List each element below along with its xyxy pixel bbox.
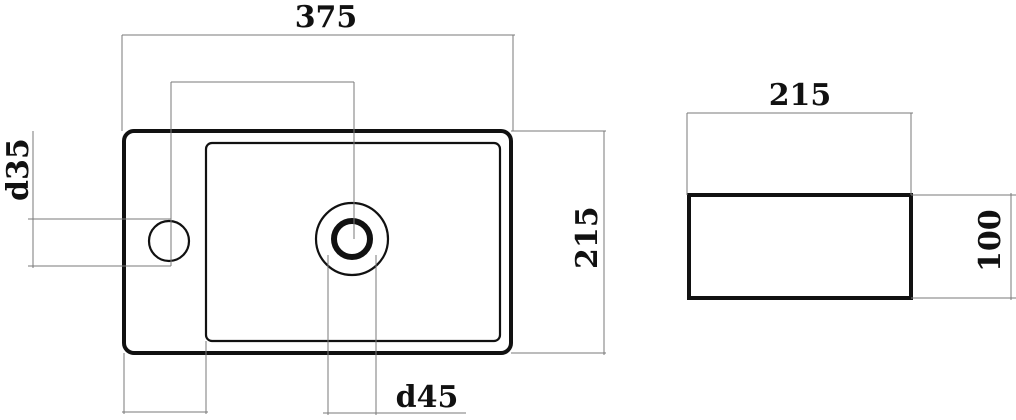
drain-outer-ring [314, 201, 390, 277]
side-view [687, 193, 913, 300]
dimension-label-215-depth: 215 [570, 206, 605, 269]
dimension-label-215-width: 215 [769, 78, 832, 113]
basin-outline [122, 129, 513, 355]
dimension-tap-drain-offset [170, 81, 355, 266]
dimension-tap-hole-diameter: d35 [1, 131, 171, 268]
side-view-outline [687, 193, 913, 300]
tap-hole [147, 219, 191, 263]
dimension-overall-width: 375 [121, 0, 515, 131]
dimension-label-d45: d45 [396, 380, 459, 415]
dimension-label-d35: d35 [1, 138, 36, 201]
dimension-drain-diameter: d45 [122, 255, 466, 415]
bowl-inner-outline [204, 141, 502, 343]
top-view [122, 129, 513, 355]
dimension-label-375: 375 [295, 0, 358, 35]
dimension-side-height: 100 [911, 193, 1016, 300]
drain-inner [331, 218, 373, 260]
dimension-label-100: 100 [973, 209, 1008, 272]
dimension-side-width: 215 [686, 78, 913, 195]
dimension-depth: 215 [511, 130, 606, 355]
